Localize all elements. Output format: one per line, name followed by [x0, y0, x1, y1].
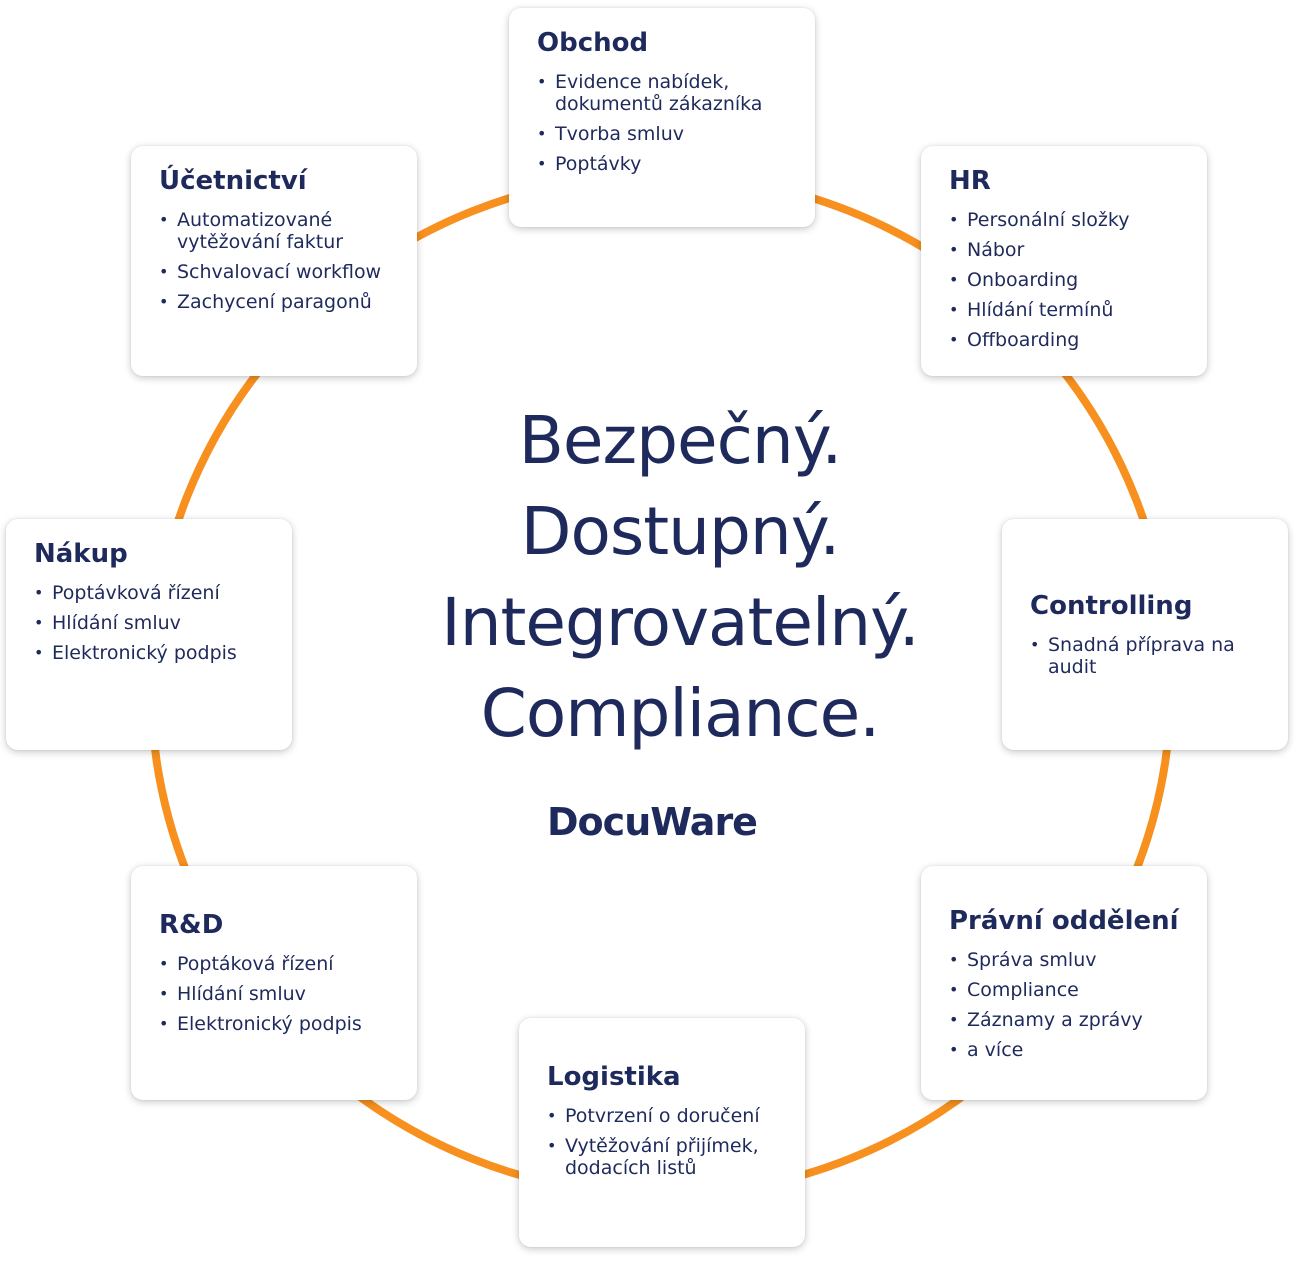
- list-item: Elektronický podpis: [159, 1013, 393, 1035]
- list-item: Personální složky: [949, 209, 1183, 231]
- card-list: Poptávková řízení Hlídání smluv Elektron…: [34, 582, 268, 664]
- list-item: Elektronický podpis: [34, 642, 268, 664]
- card-title: Účetnictví: [159, 166, 307, 196]
- list-item: Hlídání smluv: [34, 612, 268, 634]
- card-list: Potvrzení o doručení Vytěžování přijímek…: [547, 1105, 781, 1179]
- list-item: Snadná příprava na audit: [1030, 634, 1264, 678]
- card-list: Automatizované vytěžování faktur Schvalo…: [159, 209, 393, 313]
- list-item: Evidence nabídek, dokumentů zákazníka: [537, 71, 791, 115]
- list-item: Záznamy a zprávy: [949, 1009, 1183, 1031]
- card-list: Snadná příprava na audit: [1030, 634, 1264, 678]
- list-item: a více: [949, 1039, 1183, 1061]
- card-ucetnictvi: Účetnictví Automatizované vytěžování fak…: [131, 146, 417, 376]
- list-item: Schvalovací workflow: [159, 261, 393, 283]
- list-item: Vytěžování přijímek, dodacích listů: [547, 1135, 781, 1179]
- list-item: Poptávková řízení: [34, 582, 268, 604]
- card-title: R&D: [159, 910, 224, 940]
- card-list: Poptáková řízení Hlídání smluv Elektroni…: [159, 953, 393, 1035]
- card-pravni-oddeleni: Právní oddělení Správa smluv Compliance …: [921, 866, 1207, 1100]
- list-item: Správa smluv: [949, 949, 1183, 971]
- list-item: Zachycení paragonů: [159, 291, 393, 313]
- list-item: Automatizované vytěžování faktur: [159, 209, 393, 253]
- list-item: Tvorba smluv: [537, 123, 791, 145]
- list-item: Poptáková řízení: [159, 953, 393, 975]
- card-title: Controlling: [1030, 591, 1193, 621]
- headline: Bezpečný. Dostupný. Integrovatelný. Comp…: [380, 395, 980, 759]
- card-title: HR: [949, 166, 991, 196]
- card-list: Správa smluv Compliance Záznamy a zprávy…: [949, 949, 1183, 1061]
- list-item: Nábor: [949, 239, 1183, 261]
- headline-line-1: Bezpečný.: [518, 402, 843, 479]
- list-item: Hlídání smluv: [159, 983, 393, 1005]
- list-item: Compliance: [949, 979, 1183, 1001]
- headline-line-4: Compliance.: [480, 675, 880, 752]
- card-logistika: Logistika Potvrzení o doručení Vytěžován…: [519, 1018, 805, 1247]
- card-hr: HR Personální složky Nábor Onboarding Hl…: [921, 146, 1207, 376]
- card-title: Obchod: [537, 28, 649, 58]
- card-title: Logistika: [547, 1062, 681, 1092]
- list-item: Offboarding: [949, 329, 1183, 351]
- card-rd: R&D Poptáková řízení Hlídání smluv Elekt…: [131, 866, 417, 1100]
- card-list: Evidence nabídek, dokumentů zákazníka Tv…: [537, 71, 791, 175]
- list-item: Potvrzení o doručení: [547, 1105, 781, 1127]
- card-title: Právní oddělení: [949, 906, 1179, 936]
- headline-line-2: Dostupný.: [520, 493, 841, 570]
- list-item: Poptávky: [537, 153, 791, 175]
- list-item: Onboarding: [949, 269, 1183, 291]
- card-title: Nákup: [34, 539, 128, 569]
- card-controlling: Controlling Snadná příprava na audit: [1002, 519, 1288, 750]
- card-obchod: Obchod Evidence nabídek, dokumentů zákaz…: [509, 8, 815, 227]
- docuware-logo: DocuWare: [547, 800, 758, 844]
- headline-line-3: Integrovatelný.: [441, 584, 920, 661]
- list-item: Hlídání termínů: [949, 299, 1183, 321]
- card-nakup: Nákup Poptávková řízení Hlídání smluv El…: [6, 519, 292, 750]
- card-list: Personální složky Nábor Onboarding Hlídá…: [949, 209, 1183, 351]
